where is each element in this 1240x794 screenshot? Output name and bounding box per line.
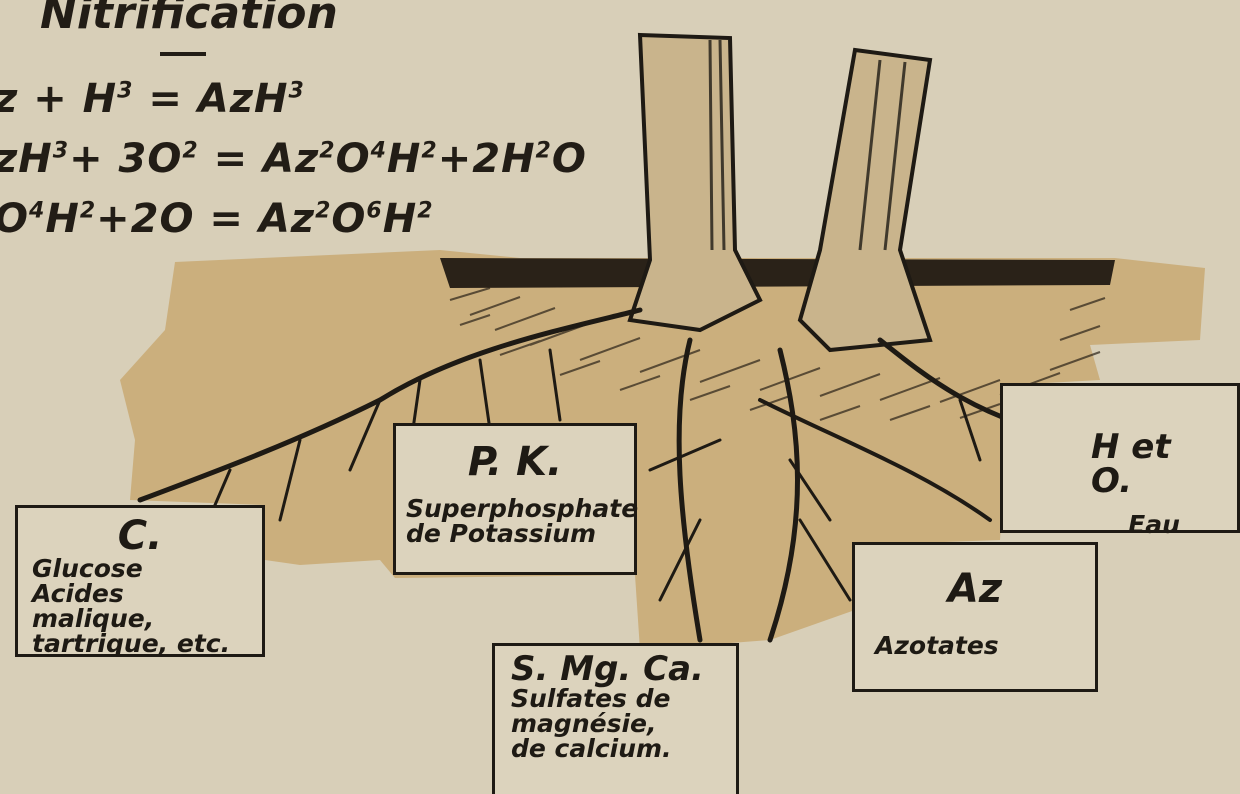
box-head: Az: [875, 569, 1075, 609]
box-head: H et O.: [1091, 430, 1217, 498]
formula-1: z + H3 = AzH3: [0, 76, 305, 122]
formula-3: O4H2+2O = Az2O6H2: [0, 196, 434, 242]
nutrient-box-smgca: S. Mg. Ca. Sulfates de magnésie, de calc…: [492, 643, 739, 794]
title-underline: [160, 52, 206, 56]
box-line: Azotates: [875, 633, 1075, 658]
page-title: Nitrification: [40, 0, 338, 39]
box-head: C.: [32, 516, 248, 556]
nutrient-box-carbon: C. Glucose Acides malique, tartrique, et…: [15, 505, 265, 657]
box-line: Sulfates de: [511, 686, 720, 711]
box-line: Acides malique,: [32, 581, 248, 631]
box-line: Glucose: [32, 556, 248, 581]
box-line: de Potassium: [406, 521, 624, 546]
box-line: magnésie,: [511, 711, 720, 736]
nutrient-box-pk: P. K. Superphosphate de Potassium: [393, 423, 637, 575]
nutrient-box-h-o: H et O. Eau: [1000, 383, 1240, 533]
ground-surface: [440, 258, 1115, 288]
box-head: P. K.: [406, 442, 624, 482]
nutrient-box-az: Az Azotates: [852, 542, 1098, 692]
box-line: Superphosphate: [406, 496, 624, 521]
box-line: tartrique, etc.: [32, 631, 248, 656]
box-line: Eau: [1091, 512, 1217, 537]
box-head: S. Mg. Ca.: [511, 652, 720, 686]
box-line: de calcium.: [511, 736, 720, 761]
formula-2: zH3+ 3O2 = Az2O4H2+2H2O: [0, 136, 587, 182]
